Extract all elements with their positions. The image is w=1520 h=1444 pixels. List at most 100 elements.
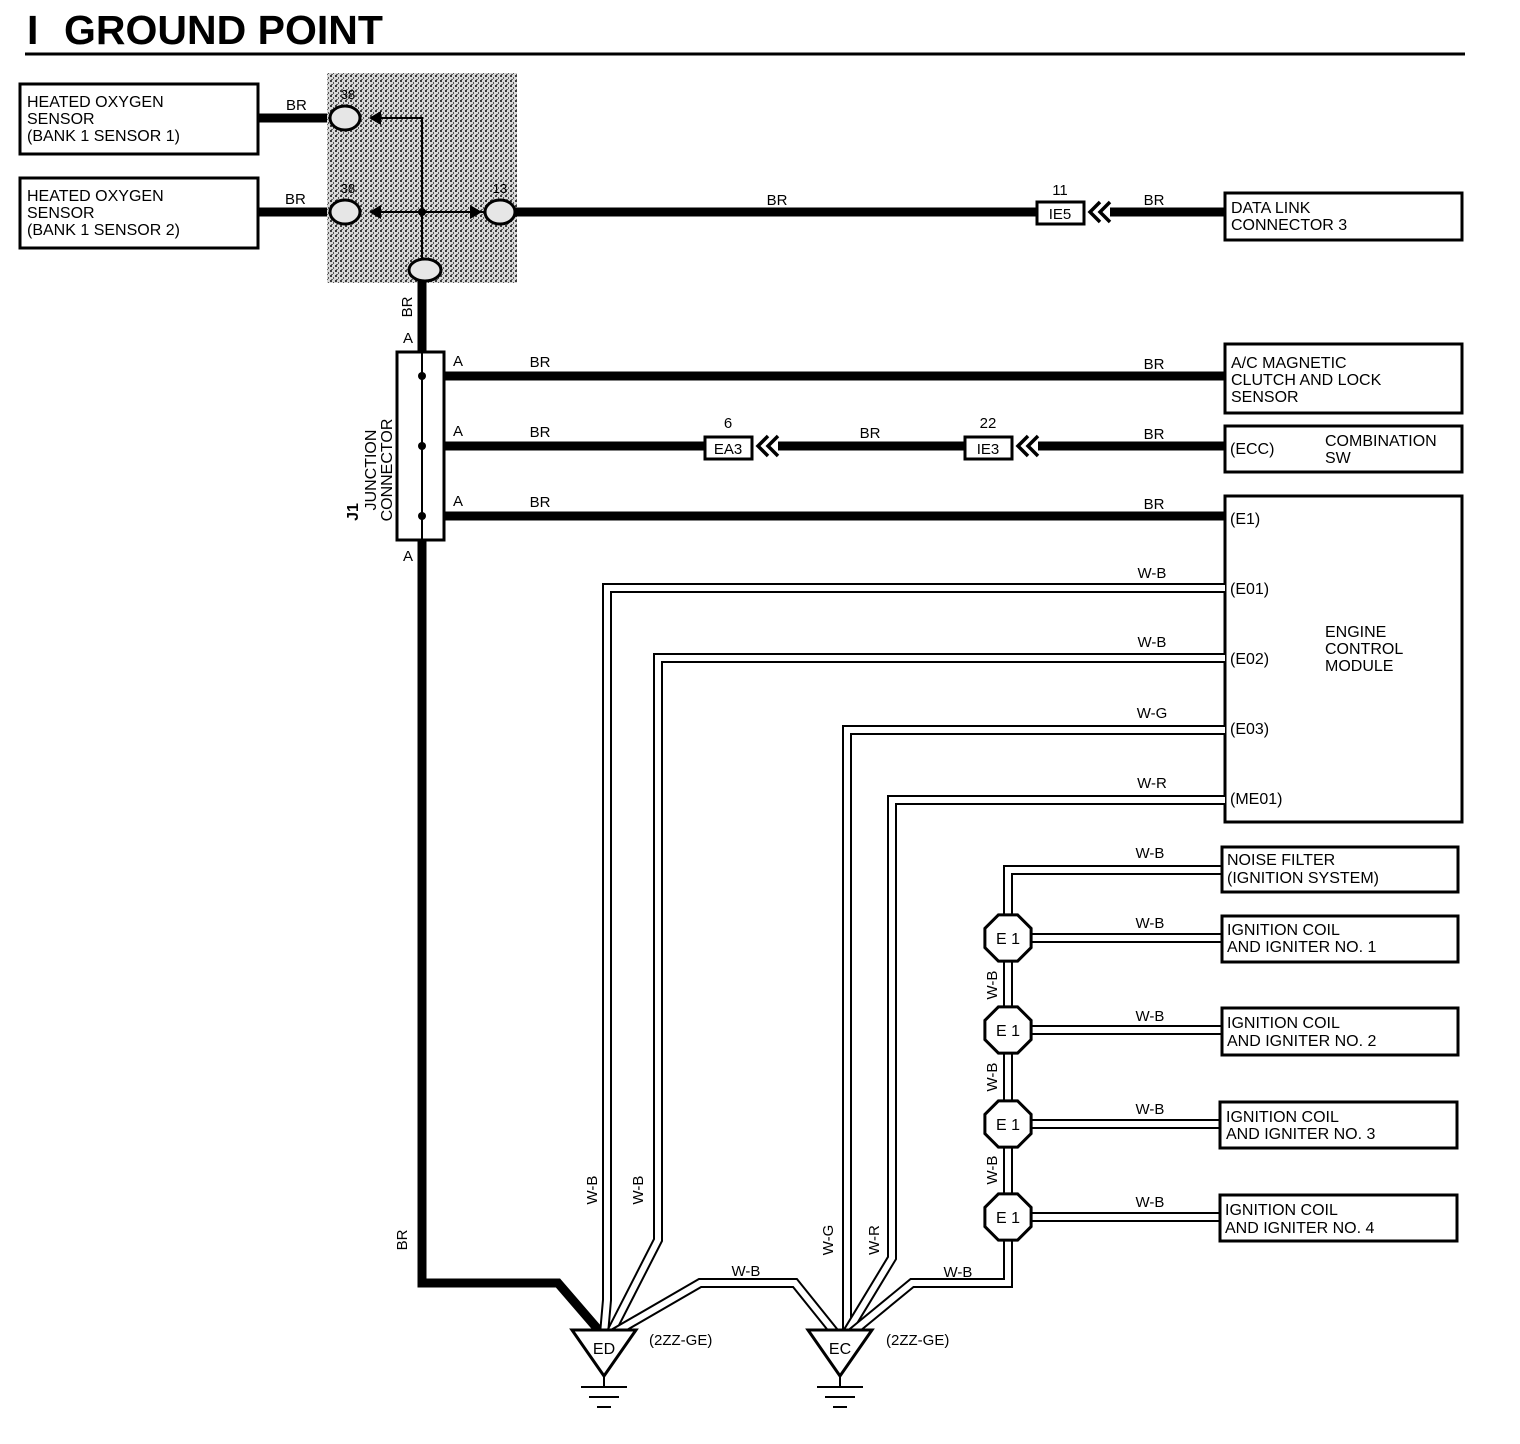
splice-arrow (369, 111, 381, 125)
connector-box (963, 435, 1014, 461)
junction-pin-dot (418, 512, 426, 520)
ac-magnetic-clutch-and-lock-sensor: A/C MAGNETIC CLUTCH AND LOCK SENSOR (1223, 342, 1464, 415)
wire-junction-to-ground-ed (417, 540, 606, 1337)
wire-color-label: BR (394, 1229, 411, 1250)
shaded-splice-area: 38 38 13 (327, 73, 517, 283)
ground-point-ec: EC (805, 1328, 875, 1408)
section-letter: I (27, 7, 38, 53)
wire-stripe (601, 585, 1225, 1335)
noise-filter-ignition-system: NOISE FILTER (IGNITION SYSTEM) (1220, 845, 1460, 894)
wire-color-label: BR (1144, 426, 1165, 443)
component-label-line: SW (1325, 450, 1352, 467)
wire-color-label: BR (1144, 192, 1165, 209)
splice-label: E 1 (996, 1023, 1020, 1040)
ground-splice-e1: E 1 (983, 913, 1033, 963)
junction-pin-label: A (453, 423, 463, 440)
pin-number: 38 (341, 181, 355, 196)
wire-color-label: W-B (584, 1176, 601, 1205)
ground-code: ED (593, 1341, 615, 1358)
wire-color-label: W-B (732, 1263, 761, 1280)
wire-ground-link-ed-ec (609, 1278, 840, 1339)
ground-triangle (569, 1328, 639, 1379)
component-label-line: CONNECTOR 3 (1231, 217, 1347, 234)
wire-color-label: W-B (1136, 1101, 1165, 1118)
splice-arrow (369, 205, 381, 219)
splice-junction-dot (418, 208, 426, 216)
ignition-coil-and-igniter-1: IGNITION COIL AND IGNITER NO. 1 (1220, 914, 1460, 964)
splice-label: E 1 (996, 1210, 1020, 1227)
component-label-line: (IGNITION SYSTEM) (1227, 870, 1379, 887)
component-box (1223, 342, 1464, 415)
wire-color-label: BR (860, 425, 881, 442)
wire-stripe (607, 655, 1225, 1336)
component-label-line: IGNITION COIL (1225, 1202, 1338, 1219)
wire-stripe (610, 1280, 839, 1337)
junction-pin-label: A (403, 548, 413, 565)
splice-octagon (983, 1099, 1033, 1149)
wire-color-label: BR (1144, 496, 1165, 513)
junction-pin-dot (418, 372, 426, 380)
ground-engine-label: (2ZZ-GE) (886, 1332, 949, 1349)
connector-box (1035, 200, 1086, 226)
wire-color-label: BR (530, 424, 551, 441)
wire-ecm-e02 (605, 653, 1225, 1337)
ground-splice-e1: E 1 (983, 1099, 1033, 1149)
page-title: GROUND POINT (64, 7, 383, 53)
wire-color-label: W-B (630, 1176, 647, 1205)
wire-stripe (848, 1238, 1011, 1337)
component-label-line: AND IGNITER NO. 4 (1225, 1220, 1374, 1237)
component-box (1223, 191, 1464, 242)
wire-color-label: W-R (866, 1225, 883, 1255)
ecm-pin-label: (E1) (1230, 511, 1260, 528)
combination-switch: (ECC) COMBINATION SW (1223, 424, 1464, 474)
wire-outline (841, 795, 1225, 1337)
wire-color-label: BR (1144, 356, 1165, 373)
component-box (1218, 1193, 1459, 1243)
wire-color-label: W-B (1136, 1194, 1165, 1211)
component-label-line: AND IGNITER NO. 2 (1227, 1033, 1376, 1050)
component-label-line: DATA LINK (1231, 200, 1311, 217)
junction-pin-label: A (453, 353, 463, 370)
junction-name-line: CONNECTOR (379, 419, 396, 522)
engine-control-module: (E1) (E01) (E02) (E03) (ME01) ENGINE CON… (1223, 494, 1464, 824)
pin-number: 13 (493, 181, 507, 196)
ground-code: EC (829, 1341, 851, 1358)
component-label-line: COMBINATION (1325, 433, 1437, 450)
splice-octagon (983, 1005, 1033, 1055)
component-label-line: AND IGNITER NO. 1 (1227, 939, 1376, 956)
wire-color-label: BR (530, 354, 551, 371)
wire-color-label: W-G (1137, 705, 1168, 722)
component-box (1220, 914, 1460, 964)
junction-id: J1 (345, 503, 362, 521)
connector-direction-chevrons (1015, 434, 1040, 458)
wire-noise-filter (1003, 865, 1222, 916)
component-box (1220, 1006, 1460, 1057)
junction-pin-dot (418, 442, 426, 450)
wire-color-label: W-B (984, 1063, 1001, 1092)
component-label-line: A/C MAGNETIC (1231, 355, 1347, 372)
connector-pin-circle (483, 198, 517, 226)
connector-pin-circle (407, 257, 443, 283)
ecm-pin-label: (ME01) (1230, 791, 1282, 808)
connector-box (703, 435, 754, 461)
ignition-coil-and-igniter-3: IGNITION COIL AND IGNITER NO. 3 (1218, 1100, 1459, 1150)
connector-ea3: EA3 6 (703, 415, 754, 461)
connector-code: IE5 (1049, 206, 1072, 223)
splice-arrow (470, 205, 482, 219)
connector-direction-chevrons (755, 434, 780, 458)
component-pin-label: (ECC) (1230, 441, 1274, 458)
ground-splice-e1: E 1 (983, 1005, 1033, 1055)
component-label-line: SENSOR (27, 205, 95, 222)
component-label-line: SENSOR (27, 111, 95, 128)
component-box (1223, 494, 1464, 824)
ignition-coil-and-igniter-4: IGNITION COIL AND IGNITER NO. 4 (1218, 1193, 1459, 1243)
wire-color-label: W-B (1136, 915, 1165, 932)
ignition-coil-and-igniter-2: IGNITION COIL AND IGNITER NO. 2 (1220, 1006, 1460, 1057)
wire-outline (605, 653, 1225, 1337)
wire-color-label: W-B (1138, 634, 1167, 651)
connector-ie3: IE3 22 (963, 415, 1014, 461)
splice-octagon (983, 1192, 1033, 1242)
component-label-line: NOISE FILTER (1227, 852, 1335, 869)
wire-color-label: W-B (984, 971, 1001, 1000)
